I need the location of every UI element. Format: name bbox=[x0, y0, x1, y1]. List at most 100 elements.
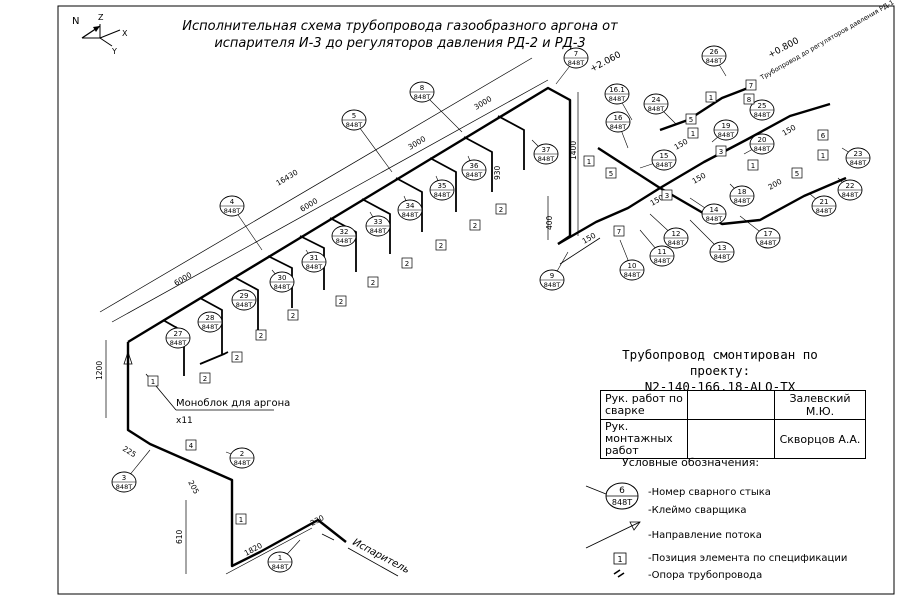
position-number: 2 bbox=[473, 222, 477, 230]
legend-support-mark-a bbox=[613, 569, 621, 575]
weld-stamp: 848Т bbox=[718, 131, 734, 139]
dim-3000-b: 3000 bbox=[472, 94, 493, 112]
weld-number: 11 bbox=[658, 248, 667, 256]
position-number: 1 bbox=[751, 162, 755, 170]
weld-stamp: 848Т bbox=[274, 283, 290, 291]
legend-support-mark-b bbox=[617, 572, 625, 578]
weld-stamp: 848Т bbox=[116, 483, 132, 491]
weld-number: 36 bbox=[470, 162, 479, 170]
position-marker: 4 bbox=[185, 439, 197, 451]
weld-number: 12 bbox=[672, 230, 681, 238]
weld-number: 2 bbox=[240, 450, 244, 458]
weld-number: 35 bbox=[438, 182, 447, 190]
weld-stamp: 848Т bbox=[370, 227, 386, 235]
weld-number: 8 bbox=[420, 84, 424, 92]
axis-z-label: Z bbox=[98, 13, 104, 22]
weld-stamp: 848Т bbox=[609, 95, 625, 103]
legend-item-welder-stamp: -Клеймо сварщика bbox=[648, 505, 747, 516]
weld-number: 25 bbox=[758, 102, 767, 110]
position-number: 1 bbox=[709, 94, 713, 102]
signature-role: Рук. работ по сварке bbox=[600, 390, 688, 420]
weld-number: 1 bbox=[278, 554, 282, 562]
dim-6000-a: 6000 bbox=[172, 270, 193, 288]
position-number: 5 bbox=[795, 170, 799, 178]
weld-stamp: 848Т bbox=[656, 161, 672, 169]
weld-stamp: 848Т bbox=[414, 93, 430, 101]
position-number: 7 bbox=[749, 82, 753, 90]
monoblock-label: Моноблок для аргона bbox=[176, 398, 290, 409]
position-number: 2 bbox=[439, 242, 443, 250]
position-number: 4 bbox=[189, 442, 194, 450]
position-marker: 1 bbox=[147, 375, 159, 387]
legend-weld-number: 6 bbox=[619, 486, 625, 496]
weld-stamp: 848Т bbox=[850, 159, 866, 167]
weld-number: 16 bbox=[614, 114, 623, 122]
weld-stamp: 848Т bbox=[538, 155, 554, 163]
dim-150-d: 150 bbox=[691, 171, 708, 186]
position-marker: 3 bbox=[715, 145, 727, 157]
axis-y-label: Y bbox=[111, 47, 117, 56]
weld-number: 14 bbox=[710, 206, 719, 214]
signature-name: Скворцов А.А. bbox=[774, 419, 866, 459]
axes-indicator: N Z Y X bbox=[72, 13, 128, 56]
position-marker: 5 bbox=[605, 167, 617, 179]
position-marker: 2 bbox=[401, 257, 413, 269]
position-number: 2 bbox=[235, 354, 239, 362]
weld-number: 29 bbox=[240, 292, 249, 300]
weld-number: 28 bbox=[206, 314, 215, 322]
sheet-frame bbox=[57, 5, 895, 595]
weld-number: 21 bbox=[820, 198, 829, 206]
position-marker: 2 bbox=[287, 309, 299, 321]
weld-stamp: 848Т bbox=[336, 237, 352, 245]
position-number: 2 bbox=[203, 375, 207, 383]
evaporator-label: Испаритель bbox=[351, 537, 412, 576]
signature-row: Рук. работ по сварке Залевский М.Ю. bbox=[600, 390, 866, 420]
legend-weld-stamp: 848Т bbox=[612, 498, 632, 507]
pipeline-branches bbox=[162, 115, 525, 376]
weld-stamp: 848Т bbox=[544, 281, 560, 289]
position-marker: 2 bbox=[495, 203, 507, 215]
weld-stamp: 848Т bbox=[754, 111, 770, 119]
position-marker: 1 bbox=[583, 155, 595, 167]
weld-stamp: 848Т bbox=[202, 323, 218, 331]
x11-label: x11 bbox=[176, 416, 193, 426]
weld-stamp: 848Т bbox=[610, 123, 626, 131]
weld-number: 32 bbox=[340, 228, 349, 236]
to-regulators-label: Трубопровод до регуляторов давления РД-1 bbox=[758, 0, 895, 82]
weld-stamp: 848Т bbox=[760, 239, 776, 247]
dim-205: 205 bbox=[186, 479, 201, 496]
weld-number: 3 bbox=[122, 474, 126, 482]
weld-number: 5 bbox=[352, 112, 356, 120]
position-number: 2 bbox=[339, 298, 343, 306]
weld-number: 13 bbox=[718, 244, 727, 252]
weld-number: 9 bbox=[550, 272, 554, 280]
axis-x-label: X bbox=[122, 29, 128, 38]
dim-3000-a: 3000 bbox=[406, 134, 427, 152]
weld-number: 16.1 bbox=[609, 86, 625, 94]
project-line-1: Трубопровод смонтирован по проекту: bbox=[622, 347, 818, 378]
dim-6000-b: 6000 bbox=[298, 196, 319, 214]
dim-1400: 1400 bbox=[569, 141, 578, 160]
weld-stamp: 848Т bbox=[236, 301, 252, 309]
weld-stamp: 848Т bbox=[706, 215, 722, 223]
weld-number: 23 bbox=[854, 150, 863, 158]
dim-150-c: 150 bbox=[673, 137, 690, 152]
dim-1200: 1200 bbox=[95, 361, 104, 380]
weld-number: 22 bbox=[846, 182, 855, 190]
position-marker: 1 bbox=[235, 513, 247, 525]
legend-item-spec-position: -Позиция элемента по спецификации bbox=[648, 553, 848, 564]
